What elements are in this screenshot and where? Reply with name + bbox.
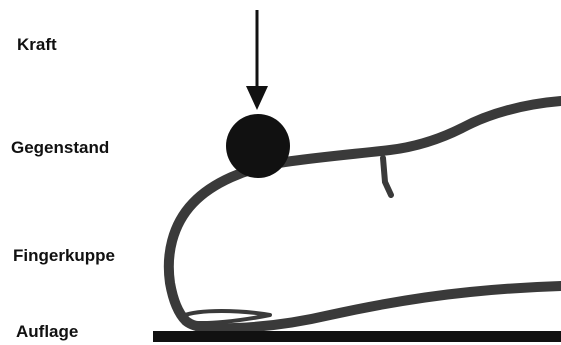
object-label: Gegenstand	[11, 138, 109, 158]
fingertip-contact-pad	[182, 311, 270, 323]
support-surface	[153, 331, 561, 342]
nail-crease	[383, 158, 391, 195]
object-ball	[226, 114, 290, 178]
force-arrow-head	[246, 86, 268, 110]
force-label: Kraft	[17, 35, 57, 55]
fingertip-label: Fingerkuppe	[13, 246, 115, 266]
fingertip-outline	[169, 101, 561, 328]
support-label: Auflage	[16, 322, 78, 342]
